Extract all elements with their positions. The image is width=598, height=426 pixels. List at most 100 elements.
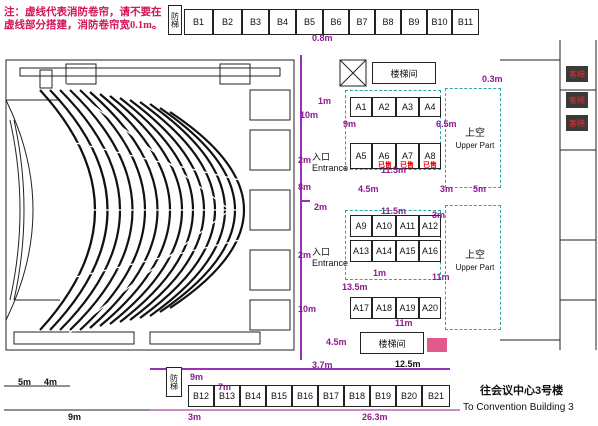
dim-3-7m: 3.7m: [312, 360, 333, 370]
booth-A11[interactable]: A11: [396, 215, 419, 237]
booth-B20[interactable]: B20: [396, 385, 422, 407]
dim-8m: 8m: [298, 182, 312, 192]
booth-B10[interactable]: B10: [427, 9, 452, 35]
booth-B14[interactable]: B14: [240, 385, 266, 407]
booth-A5[interactable]: A5: [350, 143, 372, 169]
dim-5m-a: 5m: [473, 184, 487, 194]
dim-11m-a: 11m: [395, 318, 413, 328]
dim-2m-a: 2m: [298, 155, 312, 165]
dim-10m-south: 10m: [298, 304, 317, 314]
guest-elevator-1: 客梯: [566, 66, 588, 82]
fire-stair-top: 防梯: [168, 5, 182, 35]
fire-shutter-note: 注：虚线代表消防卷帘，请不要在虚线部分搭建，消防卷帘宽0.1m。: [4, 7, 163, 31]
booth-A18[interactable]: A18: [372, 297, 396, 319]
east-wing-outline: [500, 40, 597, 350]
dim-1m: 1m: [318, 96, 332, 106]
booth-B18[interactable]: B18: [344, 385, 370, 407]
sold-tag-A8: 已售: [423, 162, 437, 169]
booth-A1[interactable]: A1: [350, 97, 372, 117]
booth-B21[interactable]: B21: [422, 385, 450, 407]
dim-9m-c: 9m: [190, 372, 204, 382]
bottom-dimension-lines: [4, 385, 460, 411]
booth-B9[interactable]: B9: [401, 9, 427, 35]
guest-elevator-3: 客梯: [566, 115, 588, 131]
dim-13-5m: 13.5m: [342, 282, 368, 292]
dim-7m: 7m: [218, 382, 232, 392]
booth-A13[interactable]: A13: [350, 240, 372, 262]
booth-B15[interactable]: B15: [266, 385, 292, 407]
guest-elevator-2: 客梯: [566, 92, 588, 108]
boundary-line-west: [300, 55, 302, 360]
boundary-line-south: [150, 368, 450, 370]
booth-A8[interactable]: A8: [419, 143, 441, 169]
upper-part-north-zone: [445, 88, 501, 188]
dim-4-5m-north: 4.5m: [358, 184, 379, 194]
sold-tag-A6: 已售: [378, 162, 392, 169]
dim-11-5m-b: 11.5m: [381, 206, 407, 216]
booth-B16[interactable]: B16: [292, 385, 318, 407]
dim-3m-b: 3m: [432, 210, 446, 220]
destination-en: To Convention Building 3: [463, 402, 574, 413]
booth-B8[interactable]: B8: [375, 9, 401, 35]
dim-12-5m: 12.5m: [395, 359, 421, 369]
booth-A4[interactable]: A4: [419, 97, 441, 117]
booth-A3[interactable]: A3: [396, 97, 419, 117]
booth-A10[interactable]: A10: [372, 215, 396, 237]
theater-floor-plan: [5, 59, 295, 351]
booth-B19[interactable]: B19: [370, 385, 396, 407]
booth-A16[interactable]: A16: [419, 240, 441, 262]
booth-A6[interactable]: A6: [372, 143, 396, 169]
booth-B12[interactable]: B12: [188, 385, 214, 407]
booth-B5[interactable]: B5: [296, 9, 323, 35]
booth-A14[interactable]: A14: [372, 240, 396, 262]
zone-a-north: [345, 90, 441, 170]
sold-tag-A7: 已售: [400, 162, 414, 169]
upper-part-south-zone: [445, 205, 501, 330]
booth-B1[interactable]: B1: [184, 9, 213, 35]
boundary-tick: [300, 200, 310, 202]
booth-B3[interactable]: B3: [242, 9, 269, 35]
dim-5m-b: 5m: [18, 377, 32, 387]
fire-stair-bottom: 防梯: [166, 367, 182, 397]
stairwell-upper: 楼梯间: [372, 62, 436, 84]
booth-A9[interactable]: A9: [350, 215, 372, 237]
dim-2m-b: 2m: [314, 202, 328, 212]
booth-A19[interactable]: A19: [396, 297, 419, 319]
dim-9m: 9m: [343, 119, 357, 129]
booth-B11[interactable]: B11: [452, 9, 479, 35]
dim-11m-b: 11m: [432, 272, 450, 282]
booth-B13[interactable]: B13: [214, 385, 240, 407]
elevator-icon-upper: [339, 59, 367, 87]
booth-A17[interactable]: A17: [350, 297, 372, 319]
dim-6-5m: 6.5m: [436, 119, 457, 129]
booth-A7[interactable]: A7: [396, 143, 419, 169]
booth-B7[interactable]: B7: [349, 9, 375, 35]
booth-B6[interactable]: B6: [323, 9, 349, 35]
booth-A15[interactable]: A15: [396, 240, 419, 262]
dim-11-5m-a: 11.5m: [381, 165, 407, 175]
seat-gaps: [30, 79, 241, 341]
dim-1m-b: 1m: [373, 268, 387, 278]
dim-9m-b: 9m: [68, 412, 82, 422]
stairwell-lower: 楼梯间: [360, 332, 424, 354]
dim-0-8m: 0.8m: [312, 33, 333, 43]
dim-2m-c: 2m: [298, 250, 312, 260]
dim-10m-north: 10m: [300, 110, 319, 120]
dim-4m: 4m: [44, 377, 58, 387]
booth-A2[interactable]: A2: [372, 97, 396, 117]
destination-cn: 往会议中心3号楼: [480, 385, 564, 397]
booth-B4[interactable]: B4: [269, 9, 296, 35]
dim-4-5m-south: 4.5m: [326, 337, 347, 347]
booth-B17[interactable]: B17: [318, 385, 344, 407]
booth-B2[interactable]: B2: [213, 9, 242, 35]
booth-A20[interactable]: A20: [419, 297, 441, 319]
dim-0-3m: 0.3m: [482, 74, 503, 84]
booth-A12[interactable]: A12: [419, 215, 441, 237]
dim-26-3m: 26.3m: [362, 412, 388, 422]
dim-3m-c: 3m: [188, 412, 202, 422]
dim-3m-a: 3m: [440, 184, 454, 194]
fire-stair-lower-marker: [427, 338, 447, 352]
